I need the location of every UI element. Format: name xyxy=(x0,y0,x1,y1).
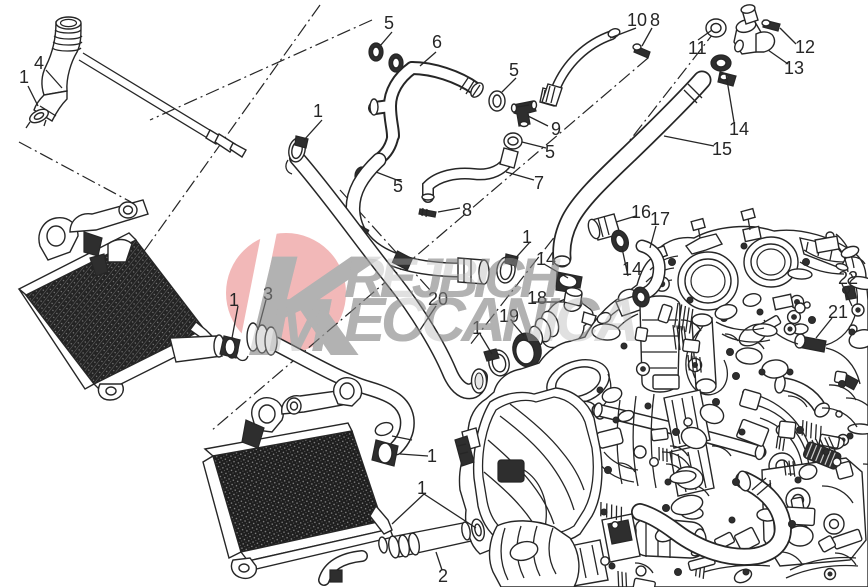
svg-text:1: 1 xyxy=(472,318,482,338)
svg-text:11: 11 xyxy=(688,38,707,58)
svg-text:20: 20 xyxy=(428,289,448,309)
svg-text:1: 1 xyxy=(427,446,437,466)
svg-text:6: 6 xyxy=(432,32,442,52)
svg-text:14: 14 xyxy=(729,119,749,139)
svg-text:1: 1 xyxy=(19,67,29,87)
svg-text:K: K xyxy=(246,226,383,386)
svg-text:13: 13 xyxy=(784,58,804,78)
svg-text:8: 8 xyxy=(462,200,472,220)
svg-text:9: 9 xyxy=(551,119,561,139)
svg-text:22: 22 xyxy=(838,268,858,288)
svg-text:5: 5 xyxy=(509,60,519,80)
svg-text:7: 7 xyxy=(534,173,544,193)
svg-text:M: M xyxy=(268,283,332,367)
svg-text:21: 21 xyxy=(828,302,848,322)
svg-text:ECCANICA: ECCANICA xyxy=(344,286,636,355)
svg-text:2: 2 xyxy=(438,566,448,586)
svg-text:5: 5 xyxy=(384,13,394,33)
svg-text:1: 1 xyxy=(229,290,239,310)
svg-text:17: 17 xyxy=(650,209,670,229)
svg-text:5: 5 xyxy=(545,142,555,162)
svg-text:REJBICH: REJBICH xyxy=(344,246,561,309)
svg-text:1: 1 xyxy=(522,227,532,247)
svg-text:18: 18 xyxy=(527,288,547,308)
svg-text:19: 19 xyxy=(499,306,519,326)
svg-text:1: 1 xyxy=(313,101,323,121)
svg-text:14: 14 xyxy=(622,259,642,279)
svg-text:14: 14 xyxy=(536,249,556,269)
svg-text:8: 8 xyxy=(650,10,660,30)
svg-text:4: 4 xyxy=(34,53,44,73)
svg-text:10: 10 xyxy=(627,10,647,30)
svg-text:12: 12 xyxy=(795,37,815,57)
svg-text:5: 5 xyxy=(393,176,403,196)
svg-text:16: 16 xyxy=(631,202,651,222)
svg-text:3: 3 xyxy=(263,284,273,304)
svg-text:15: 15 xyxy=(712,139,732,159)
svg-text:1: 1 xyxy=(417,478,427,498)
